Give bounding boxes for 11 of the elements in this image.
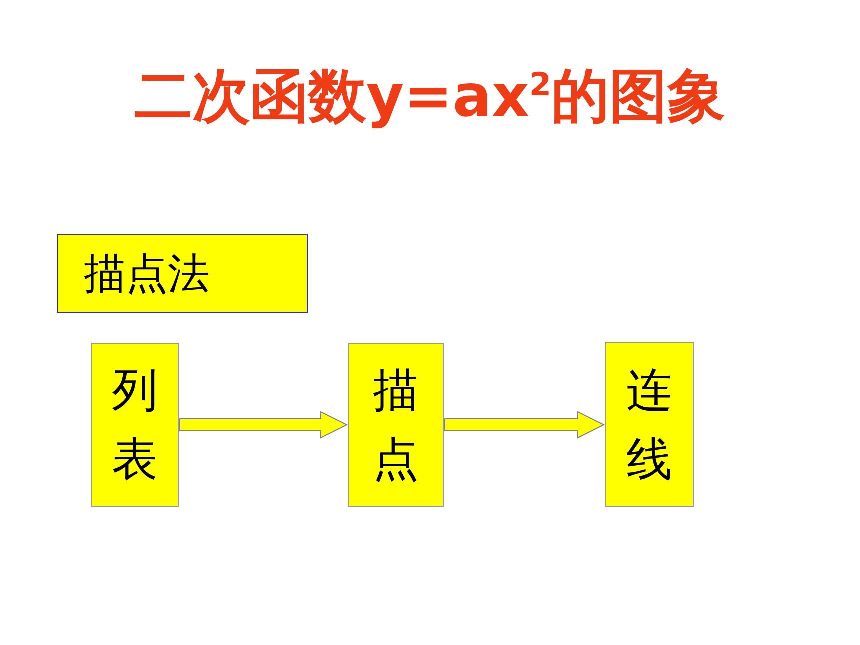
method-label: 描点法 (83, 248, 210, 300)
step-box (57, 234, 308, 313)
title: 二次函数y=ax$^{2}$的图象 (133, 61, 727, 132)
step-box (605, 342, 694, 507)
step-label: 连线 (626, 362, 672, 488)
step-box (348, 343, 444, 507)
step-label: 列表 (112, 362, 158, 488)
step-box (91, 343, 179, 507)
block-arrow (180, 411, 348, 439)
block-arrow (444, 411, 606, 439)
step-label: 描点 (373, 362, 419, 488)
